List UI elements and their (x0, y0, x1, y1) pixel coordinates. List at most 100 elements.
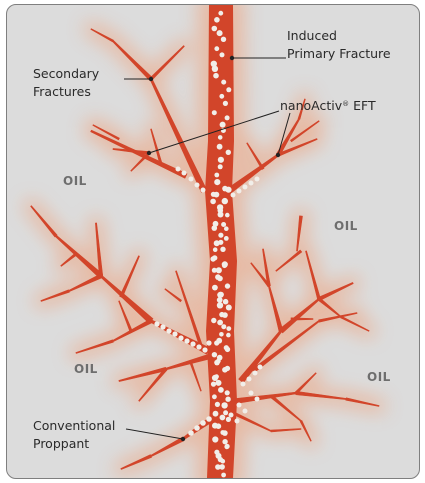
secondary-fracture (120, 454, 152, 470)
proppant-particle (215, 379, 222, 386)
proppant-particle (210, 381, 217, 387)
primary-leader-dot (229, 55, 235, 61)
proppant-particle (211, 317, 217, 324)
nano-proppant-particle (254, 396, 260, 402)
conventional-proppant-particle (188, 430, 194, 436)
secondary-fracture (90, 28, 114, 43)
conventional-leader (125, 428, 184, 440)
proppant-particle (221, 79, 227, 85)
nano-proppant-particle (181, 170, 187, 176)
nano-proppant-particle (240, 381, 246, 387)
secondary-fracture (149, 45, 185, 81)
nano-proppant-particle (206, 340, 212, 346)
proppant-particles (154, 10, 263, 478)
proppant-particle (224, 390, 230, 396)
secondary-fracture (345, 397, 380, 407)
proppant-particle (217, 211, 224, 218)
proppant-particle (214, 17, 220, 23)
conventional-proppant-label-1: Conventional (33, 418, 115, 433)
proppant-particle (224, 115, 230, 121)
proppant-particle (225, 212, 230, 218)
proppant-particle (226, 326, 232, 331)
proppant-particle (211, 374, 219, 381)
nano-proppant-particle (252, 370, 258, 376)
secondary-fracture (90, 129, 188, 179)
secondary-fracture (138, 367, 168, 402)
proppant-particle (216, 30, 223, 37)
proppant-particle (218, 10, 224, 16)
proppant-particle (225, 396, 231, 402)
nano-proppant-particle (242, 408, 248, 414)
nano-proppant-particle (236, 188, 242, 194)
nano-proppant-particle (234, 418, 240, 424)
secondary-fracture (75, 339, 114, 354)
proppant-particle (212, 284, 218, 291)
secondary-fracture (318, 312, 358, 323)
proppant-particle (216, 302, 224, 309)
conventional-proppant-particle (194, 425, 200, 431)
conventional-proppant-particle (200, 420, 206, 426)
conventional-proppant-label-2: Proppant (33, 436, 89, 451)
nano-proppant-particle (190, 341, 196, 347)
secondary-fractures-label-1: Secondary (33, 66, 100, 81)
oil-label-lower-right: OIL (367, 370, 391, 384)
proppant-particle (222, 439, 228, 445)
nano-proppant-particle (184, 338, 190, 344)
proppant-particle (224, 283, 231, 289)
proppant-particle (221, 222, 227, 227)
proppant-particle (222, 185, 228, 192)
proppant-particle (222, 312, 228, 318)
primary-fracture-label-2: Primary Fracture (287, 46, 391, 61)
proppant-particle (211, 267, 217, 273)
proppant-particle (213, 72, 219, 79)
proppant-particle (222, 263, 227, 269)
secondary-fracture (270, 428, 302, 433)
proppant-particle (219, 414, 226, 421)
proppant-particle (223, 345, 229, 351)
proppant-particle (223, 236, 229, 241)
proppant-particle (220, 430, 226, 435)
nano-proppant-particle (188, 176, 194, 182)
proppant-particle (212, 394, 217, 400)
secondary-fracture (112, 40, 153, 81)
proppant-particle (225, 149, 231, 155)
nano-proppant-particle (172, 331, 178, 337)
proppant-particle (214, 401, 220, 407)
nano-proppant-particle (230, 192, 236, 198)
secondary-fracture (189, 362, 202, 392)
proppant-particle (211, 352, 218, 358)
proppant-particle (212, 220, 219, 227)
conventional-proppant-particle (206, 416, 212, 422)
nano-proppant-particle (248, 180, 254, 186)
proppant-particle (217, 275, 223, 282)
nano-proppant-particle (175, 166, 181, 172)
proppant-particle (217, 319, 224, 326)
proppant-particle (224, 365, 231, 372)
proppant-particle (214, 172, 220, 178)
secondary-fracture (118, 300, 133, 332)
registered-mark: ® (342, 100, 349, 108)
proppant-particle (214, 340, 220, 346)
nano-proppant-particle (202, 347, 208, 353)
secondary-fractures-label-2: Fractures (33, 84, 91, 99)
proppant-particle (211, 110, 217, 116)
secondary-fracture (275, 249, 303, 272)
nano-proppant-particle (200, 187, 206, 193)
proppant-particle (217, 291, 224, 298)
nanoactiv-suffix: EFT (349, 98, 376, 113)
proppant-particle (214, 179, 221, 186)
proppant-particle (210, 198, 216, 205)
nano-proppant-particle (160, 324, 166, 330)
proppant-particle (211, 225, 218, 231)
proppant-particle (212, 410, 219, 417)
secondary-fracture (299, 420, 312, 442)
proppant-particle (213, 240, 220, 247)
secondary-fracture (290, 317, 314, 321)
nano-proppant-particle (254, 176, 260, 182)
secondary-leader-dot (148, 76, 154, 82)
diagram-frame: Induced Primary Fracture Secondary Fract… (6, 4, 420, 479)
proppant-particle (220, 36, 227, 42)
oil-label-upper-right: OIL (334, 219, 358, 233)
proppant-particle (218, 387, 224, 393)
secondary-fracture (246, 142, 265, 170)
